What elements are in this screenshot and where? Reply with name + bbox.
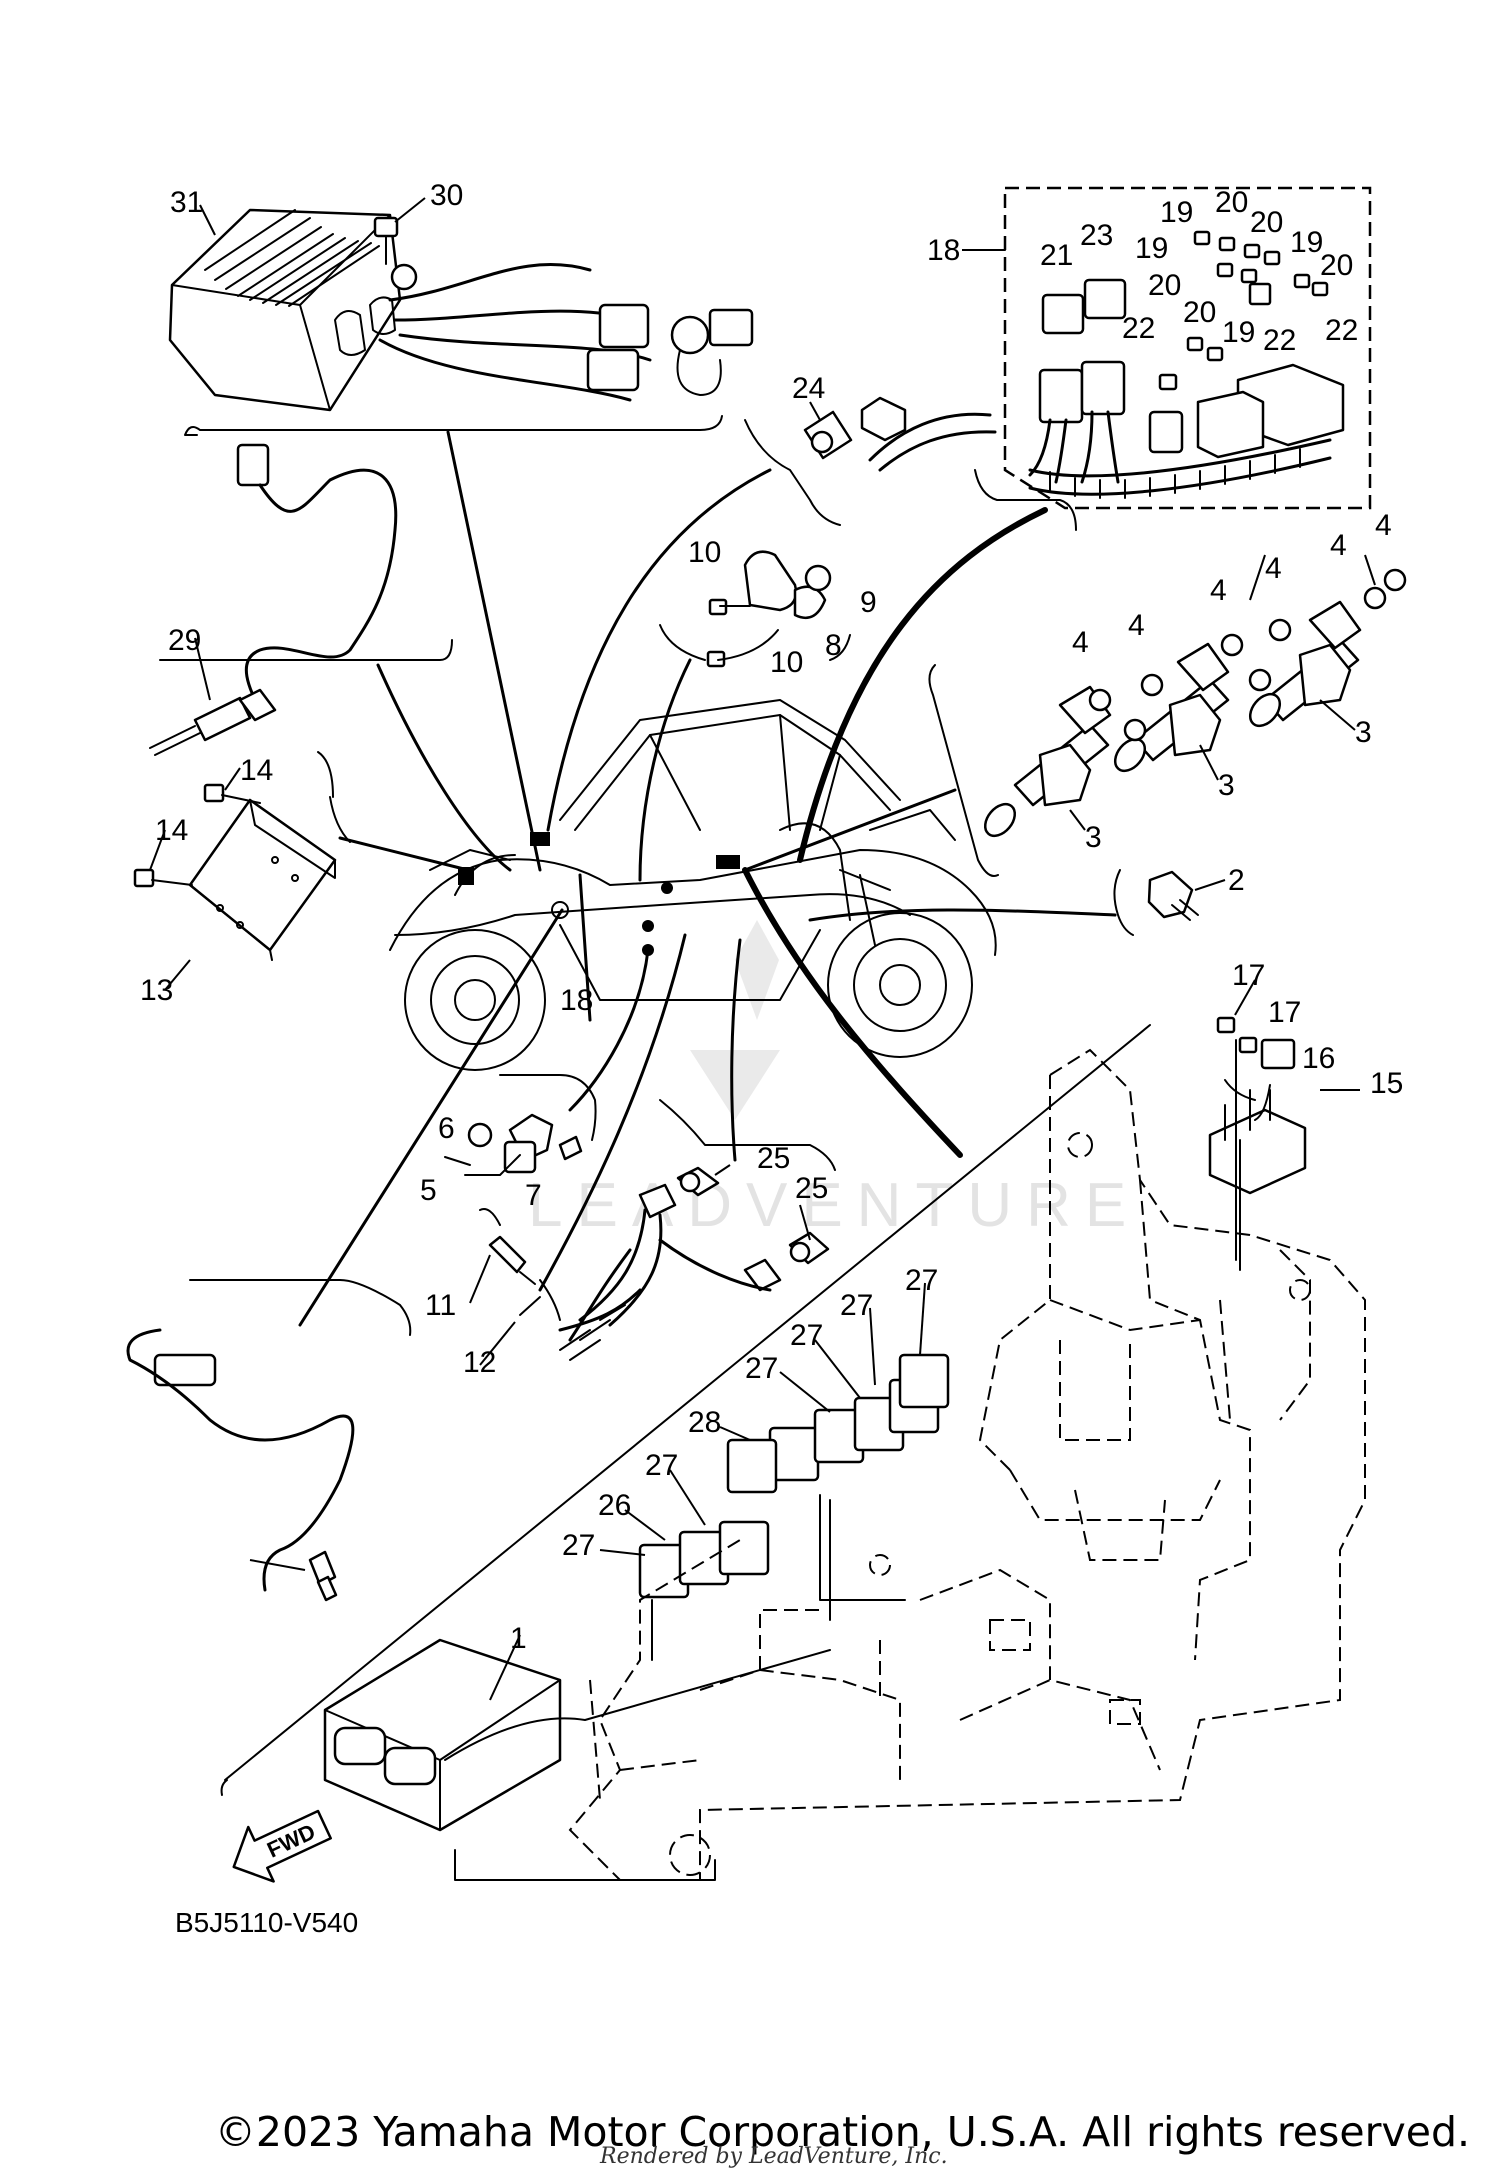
leader-lines <box>298 430 1117 1327</box>
callout-19-c: 19 <box>1290 226 1323 259</box>
part-27-relays <box>726 1353 950 1621</box>
callout-25-a: 25 <box>757 1142 790 1175</box>
part-7-bolt <box>558 1135 583 1161</box>
part-28-sensor <box>149 443 453 756</box>
rendered-by-credit: Rendered by LeadVenture, Inc. <box>600 2144 948 2169</box>
callout-29: 31 <box>170 186 203 219</box>
watermark-text: LEADVENTURE <box>528 1171 1140 1240</box>
part-11-spark-plug <box>479 1208 561 1321</box>
callout-3-c: 3 <box>1085 821 1102 854</box>
part-2-pressure-sensor <box>1113 869 1199 936</box>
callout-30: 30 <box>430 179 463 212</box>
callout-11: 11 <box>425 1289 456 1322</box>
part-17-screws <box>1216 1016 1258 1054</box>
callout-27-d: 27 <box>745 1352 778 1385</box>
callout-2: 2 <box>1228 864 1245 897</box>
callout-26-b: 27 <box>562 1529 595 1562</box>
callout-23: 23 <box>1080 219 1113 252</box>
callout-6: 6 <box>438 1112 455 1145</box>
callout-18-top: 18 <box>927 234 960 267</box>
callout-18-mid: 18 <box>560 984 593 1017</box>
part-16-cover <box>1260 1038 1296 1070</box>
callout-7: 7 <box>525 1179 542 1212</box>
part-29-control-unit <box>168 208 754 436</box>
callout-4-f: 4 <box>1072 626 1089 659</box>
callout-4-e: 4 <box>1128 609 1145 642</box>
watermark-logo: LEADVENTURE <box>528 920 1140 1240</box>
vehicle-illustration <box>389 699 997 1071</box>
callout-20-d: 20 <box>1148 269 1181 302</box>
callout-22-c: 22 <box>1122 312 1155 345</box>
callout-8: 8 <box>825 629 842 662</box>
part-15-starter-relay <box>1208 1016 1307 1195</box>
callout-19-d: 19 <box>1222 316 1255 349</box>
callout-5: 5 <box>420 1174 437 1207</box>
part-8-throttle-sensor <box>659 550 851 668</box>
callout-20-c: 20 <box>1320 249 1353 282</box>
callout-4-a: 4 <box>1375 509 1392 542</box>
callout-labels: 31 30 24 18 21 23 19 19 20 20 19 20 20 2… <box>140 179 1403 1655</box>
callout-16: 16 <box>1302 1042 1335 1075</box>
callout-20-b: 20 <box>1250 206 1283 239</box>
callout-24: 24 <box>792 372 825 405</box>
callout-27-f: 27 <box>645 1449 678 1482</box>
part-14-bolts <box>133 783 261 888</box>
callout-9: 9 <box>860 586 877 619</box>
callout-22-b: 22 <box>1325 314 1358 347</box>
part-3-fuel-injectors <box>928 568 1407 877</box>
part-26-relays <box>638 1520 770 1661</box>
diagram-code: B5J5110-V540 <box>175 1907 358 1938</box>
callout-10-a: 10 <box>688 536 721 569</box>
callout-17-b: 17 <box>1268 996 1301 1029</box>
part-31-sensor <box>126 1279 412 1602</box>
callout-14-a: 14 <box>240 754 273 787</box>
battery-box-frame <box>444 1039 1366 1881</box>
callout-26-a: 26 <box>598 1489 631 1522</box>
callout-27-c: 27 <box>790 1319 823 1352</box>
part-25-harness <box>558 1099 836 1361</box>
copyright-notice: ©2023 Yamaha Motor Corporation, U.S.A. A… <box>214 2108 1470 2156</box>
part-1-ecu <box>220 1024 1151 1832</box>
callout-19-b: 19 <box>1135 232 1168 265</box>
fwd-arrow-icon: FWD <box>232 1809 332 1883</box>
callout-4-c: 4 <box>1265 552 1282 585</box>
part-5-sensor <box>444 1074 597 1176</box>
callout-4-b: 4 <box>1330 529 1347 562</box>
part-9-o-ring <box>804 564 832 592</box>
callout-15: 15 <box>1370 1067 1403 1100</box>
callout-27-b: 27 <box>840 1289 873 1322</box>
part-6-o-ring <box>467 1122 493 1148</box>
callout-10-b: 10 <box>770 646 803 679</box>
callout-20-a: 20 <box>1215 186 1248 219</box>
callout-20-e: 20 <box>1183 296 1216 329</box>
callout-27-a: 27 <box>905 1264 938 1297</box>
callout-leaders <box>149 197 1376 1701</box>
callout-3-a: 3 <box>1355 716 1372 749</box>
callout-19-a: 19 <box>1160 196 1193 229</box>
part-24-connector <box>744 396 997 526</box>
callout-4-d: 4 <box>1210 574 1227 607</box>
callout-25-b: 25 <box>795 1172 828 1205</box>
callout-22-a: 22 <box>1263 324 1296 357</box>
callout-3-b: 3 <box>1218 769 1235 802</box>
part-30-bolt <box>373 216 418 291</box>
callout-13: 13 <box>140 974 173 1007</box>
callout-21: 21 <box>1040 239 1073 272</box>
part-12-pin <box>519 1296 541 1316</box>
callout-17-a: 17 <box>1232 959 1265 992</box>
callout-27-e: 28 <box>688 1406 721 1439</box>
part-18-fuse-box-group <box>964 186 1372 531</box>
